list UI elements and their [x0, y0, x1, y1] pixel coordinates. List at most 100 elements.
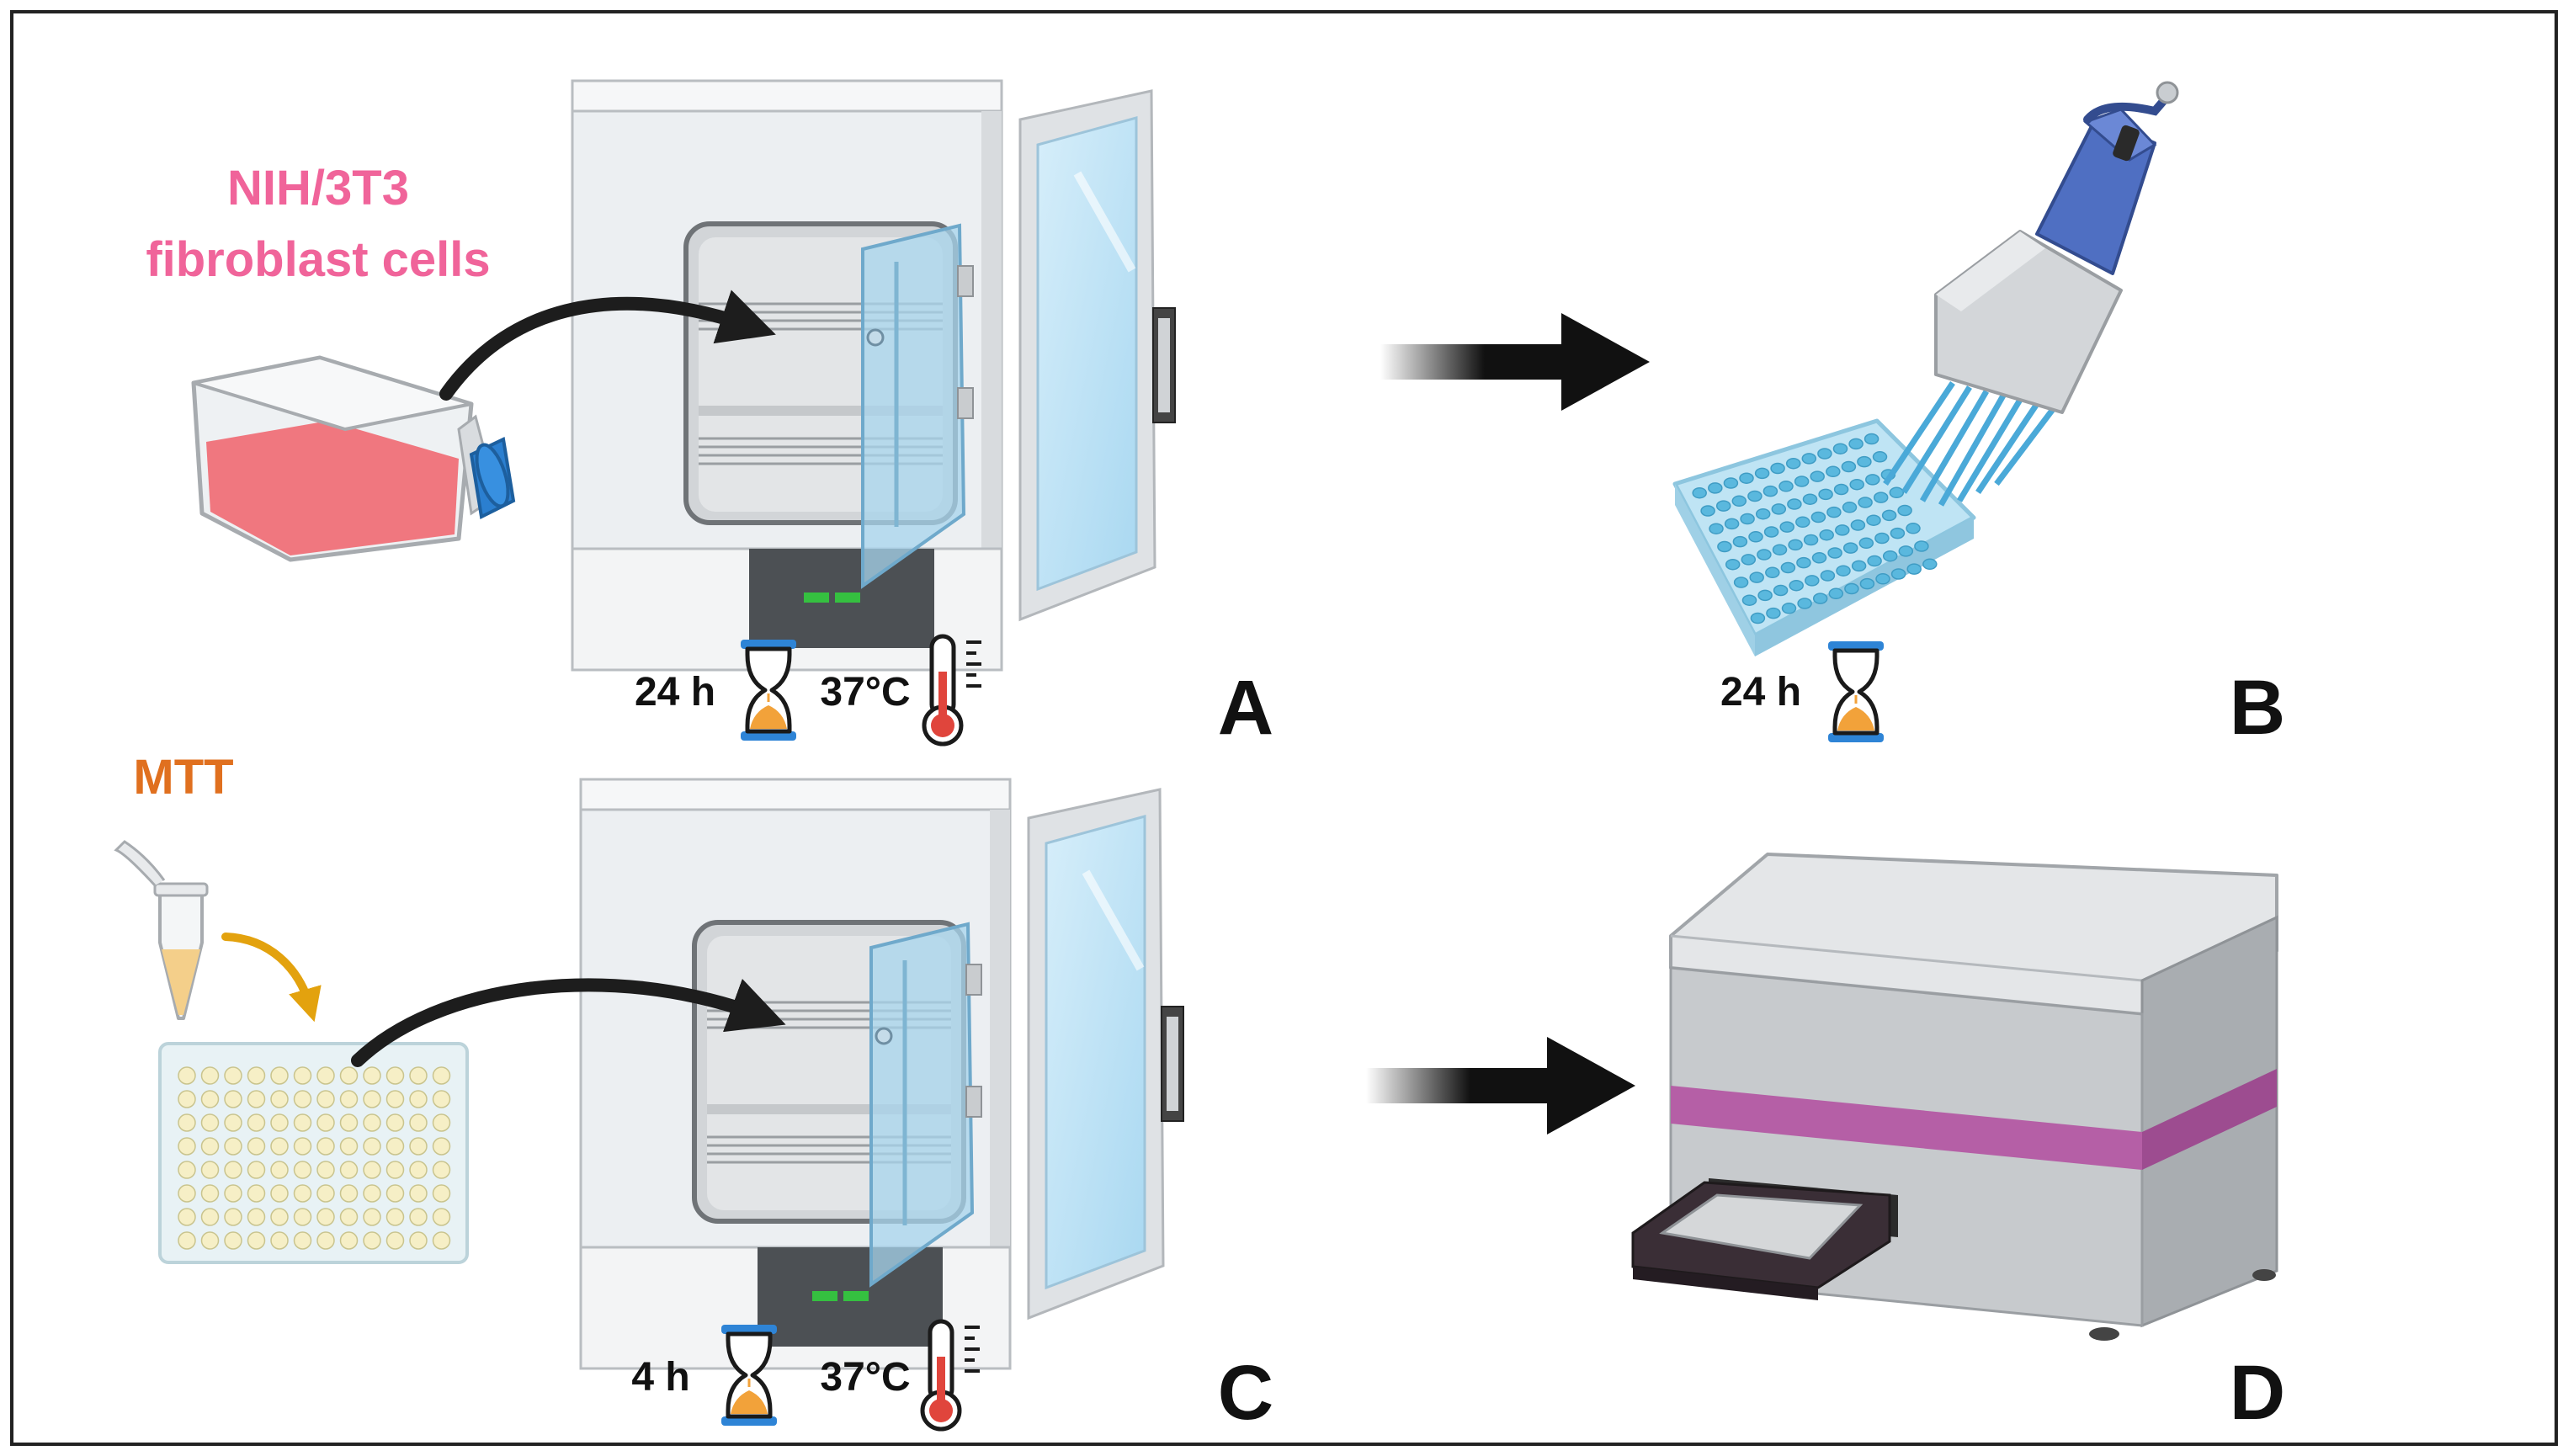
well	[1803, 534, 1819, 546]
well	[1771, 503, 1787, 515]
well	[224, 1137, 242, 1156]
well	[1818, 488, 1833, 501]
well	[247, 1137, 266, 1156]
well	[178, 1090, 196, 1108]
well	[1890, 527, 1906, 539]
well	[432, 1066, 451, 1085]
well	[1890, 568, 1906, 580]
well	[339, 1184, 359, 1203]
well	[247, 1161, 266, 1179]
well	[1832, 443, 1848, 454]
well	[1897, 504, 1912, 517]
well	[363, 1137, 381, 1156]
well	[1741, 554, 1757, 566]
well	[247, 1184, 266, 1203]
well	[224, 1184, 242, 1203]
well	[385, 1113, 405, 1132]
well	[1794, 476, 1810, 487]
panel-label-b: B	[2230, 665, 2285, 751]
well	[409, 1066, 428, 1085]
panel-label-c: C	[1218, 1350, 1273, 1436]
well	[409, 1113, 428, 1132]
well	[200, 1137, 220, 1156]
well	[1874, 532, 1890, 545]
well	[1820, 570, 1836, 582]
well	[1858, 537, 1874, 550]
well	[178, 1161, 196, 1179]
well	[1700, 505, 1715, 517]
well	[1836, 565, 1851, 577]
well	[316, 1137, 335, 1156]
well	[224, 1231, 242, 1250]
condition-c-time: 4 h	[631, 1355, 689, 1400]
well	[178, 1137, 196, 1156]
well	[270, 1184, 289, 1203]
plate-reader-icon	[1631, 853, 2278, 1341]
well	[432, 1184, 451, 1203]
well	[1795, 516, 1810, 529]
well	[1859, 577, 1875, 590]
well	[1801, 453, 1817, 465]
well	[363, 1208, 381, 1226]
well	[1787, 498, 1802, 510]
well	[270, 1161, 289, 1179]
well	[1785, 457, 1801, 470]
well-plate-icon	[158, 1042, 469, 1264]
well	[339, 1208, 359, 1226]
well	[1826, 506, 1842, 518]
culture-flask-icon	[191, 355, 516, 562]
well	[178, 1066, 196, 1085]
well	[1757, 589, 1773, 602]
well	[1889, 486, 1905, 499]
well	[409, 1184, 428, 1203]
well	[1833, 483, 1849, 496]
well	[1780, 561, 1796, 574]
well	[432, 1113, 451, 1132]
well	[1867, 555, 1882, 567]
well	[178, 1184, 196, 1203]
well	[339, 1161, 359, 1179]
well	[1770, 462, 1785, 475]
well	[1739, 472, 1754, 484]
well	[409, 1137, 428, 1156]
well	[270, 1231, 289, 1250]
well	[1875, 573, 1890, 585]
well	[1810, 511, 1826, 523]
well	[432, 1208, 451, 1226]
well	[1882, 550, 1898, 562]
well	[1733, 577, 1749, 588]
well	[1858, 497, 1873, 508]
well	[270, 1113, 289, 1132]
well	[1789, 579, 1804, 592]
well	[432, 1090, 451, 1108]
well	[1755, 507, 1771, 520]
well	[1848, 438, 1864, 450]
well	[1835, 524, 1850, 536]
well	[1817, 448, 1832, 460]
well	[270, 1090, 289, 1108]
well	[1906, 523, 1921, 534]
well	[1819, 529, 1834, 541]
well	[1844, 582, 1859, 595]
well	[200, 1184, 220, 1203]
well	[1810, 470, 1825, 482]
well	[1692, 486, 1707, 499]
well	[1748, 531, 1763, 543]
well	[316, 1066, 335, 1085]
well	[1828, 587, 1844, 600]
well	[293, 1113, 312, 1132]
well	[293, 1231, 312, 1250]
well	[293, 1161, 312, 1179]
well	[316, 1231, 335, 1250]
well	[1732, 535, 1748, 548]
well	[1779, 521, 1794, 533]
well	[293, 1208, 312, 1226]
well	[224, 1161, 242, 1179]
well	[363, 1231, 381, 1250]
well	[1717, 540, 1732, 553]
well	[1715, 500, 1731, 512]
arrow-icon	[439, 290, 776, 401]
well	[1797, 598, 1812, 609]
well	[1922, 558, 1938, 571]
